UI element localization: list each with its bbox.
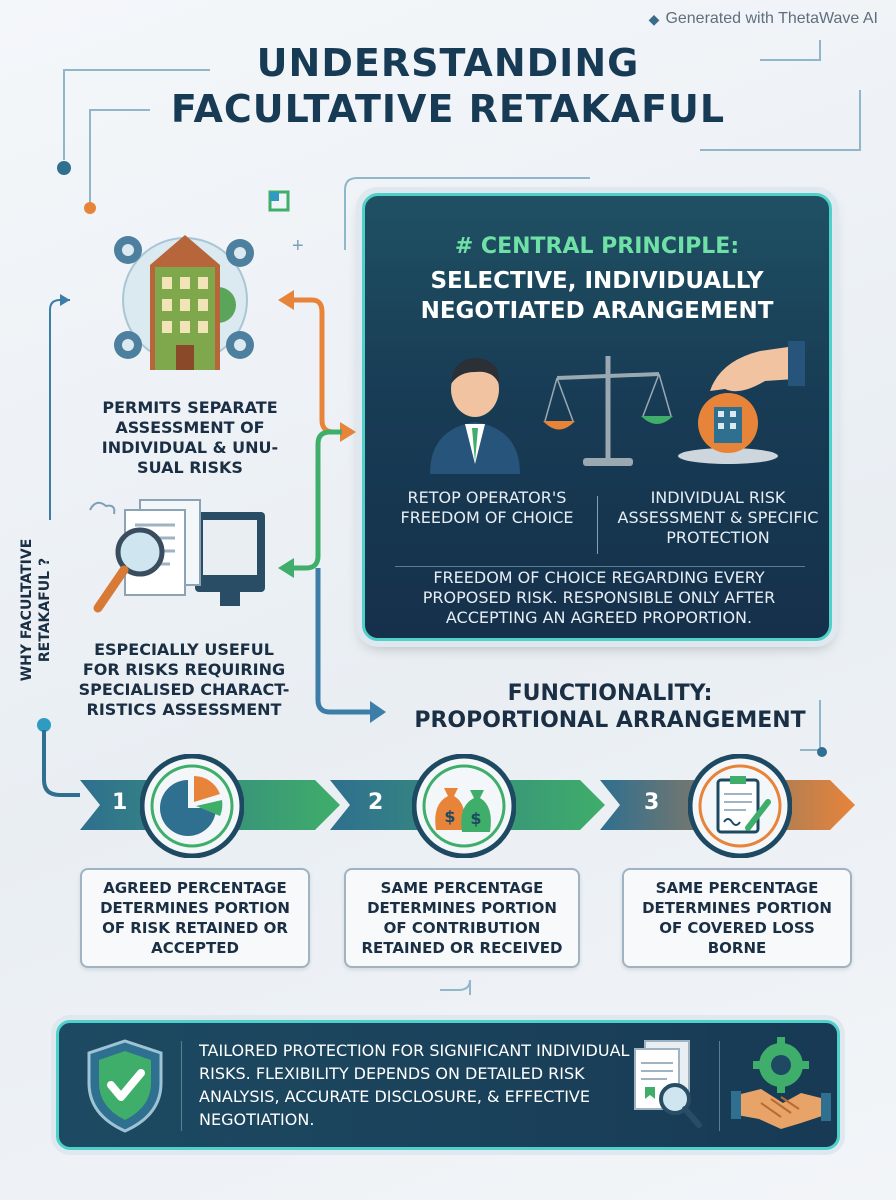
documents-magnifier-icon — [89, 499, 265, 613]
functionality-title: FUNCTIONALITY: PROPORTIONAL ARRANGEMENT — [400, 680, 820, 734]
document-search-icon — [634, 1040, 702, 1128]
summary-text: TAILORED PROTECTION FOR SIGNIFICANT INDI… — [199, 1041, 630, 1129]
principle-title-line-1: SELECTIVE, INDIVIDUALLY — [430, 268, 764, 294]
title-line-1: UNDERSTANDING — [256, 41, 640, 85]
diamond-logo-icon: ◆ — [648, 10, 660, 27]
svg-text:$: $ — [470, 809, 481, 828]
money-bags-icon: $ $ — [412, 754, 516, 858]
left-item-2-label: ESPECIALLY USEFUL FOR RISKS REQUIRING SP… — [78, 640, 290, 719]
decor-square-icon — [268, 190, 290, 212]
document-signing-icon — [688, 754, 792, 858]
title-line-2: FACULTATIVE RETAKAFUL — [170, 87, 726, 131]
svg-text:$: $ — [444, 807, 455, 826]
principle-separator — [395, 566, 805, 567]
central-principle-card: # CENTRAL PRINCIPLE: SELECTIVE, INDIVIDU… — [362, 193, 832, 641]
step-3-number: 3 — [644, 790, 660, 815]
watermark: ◆ Generated with ThetaWave AI — [649, 10, 878, 28]
principle-title: SELECTIVE, INDIVIDUALLY NEGOTIATED ARANG… — [365, 266, 829, 326]
businessman-icon — [430, 358, 520, 474]
principle-divider — [597, 496, 598, 554]
step-1-text: AGREED PERCENTAGE DETERMINES PORTION OF … — [100, 879, 290, 957]
hand-coin-building-icon — [678, 341, 805, 464]
balance-scale-icon — [543, 356, 673, 466]
handshake-gear-icon — [731, 1037, 831, 1129]
principle-title-line-2: NEGOTIATED ARANGEMENT — [420, 298, 774, 324]
step-1-box: AGREED PERCENTAGE DETERMINES PORTION OF … — [80, 868, 310, 968]
watermark-text: Generated with ThetaWave AI — [665, 10, 878, 27]
panel-divider — [181, 1041, 182, 1131]
summary-panel: TAILORED PROTECTION FOR SIGNIFICANT INDI… — [56, 1020, 840, 1150]
step-3-text: SAME PERCENTAGE DETERMINES PORTION OF CO… — [642, 879, 832, 957]
step-2-text: SAME PERCENTAGE DETERMINES PORTION OF CO… — [361, 879, 563, 957]
shield-check-icon — [87, 1039, 163, 1133]
functionality-line-2: PROPORTIONAL ARRANGEMENT — [414, 708, 806, 733]
step-3-box: SAME PERCENTAGE DETERMINES PORTION OF CO… — [622, 868, 852, 968]
left-item-1-label: PERMITS SEPARATE ASSESSMENT OF INDIVIDUA… — [101, 398, 279, 477]
principle-right-label: INDIVIDUAL RISK ASSESSMENT & SPECIFIC PR… — [617, 488, 819, 547]
principle-heading: # CENTRAL PRINCIPLE: — [454, 234, 740, 259]
building-gears-icon — [114, 235, 254, 370]
panel-divider-2 — [719, 1041, 720, 1131]
page-title: UNDERSTANDING FACULTATIVE RETAKAFUL — [0, 40, 896, 132]
principle-description: FREEDOM OF CHOICE REGARDING EVERY PROPOS… — [422, 568, 776, 627]
plus-icon: + — [292, 235, 304, 257]
step-1-number: 1 — [112, 790, 128, 815]
pie-chart-icon — [140, 754, 244, 858]
principle-left-label: RETOP OPERATOR'S FREEDOM OF CHOICE — [400, 488, 574, 527]
step-2-box: SAME PERCENTAGE DETERMINES PORTION OF CO… — [344, 868, 580, 968]
step-2-number: 2 — [368, 790, 384, 815]
functionality-line-1: FUNCTIONALITY: — [507, 681, 713, 706]
